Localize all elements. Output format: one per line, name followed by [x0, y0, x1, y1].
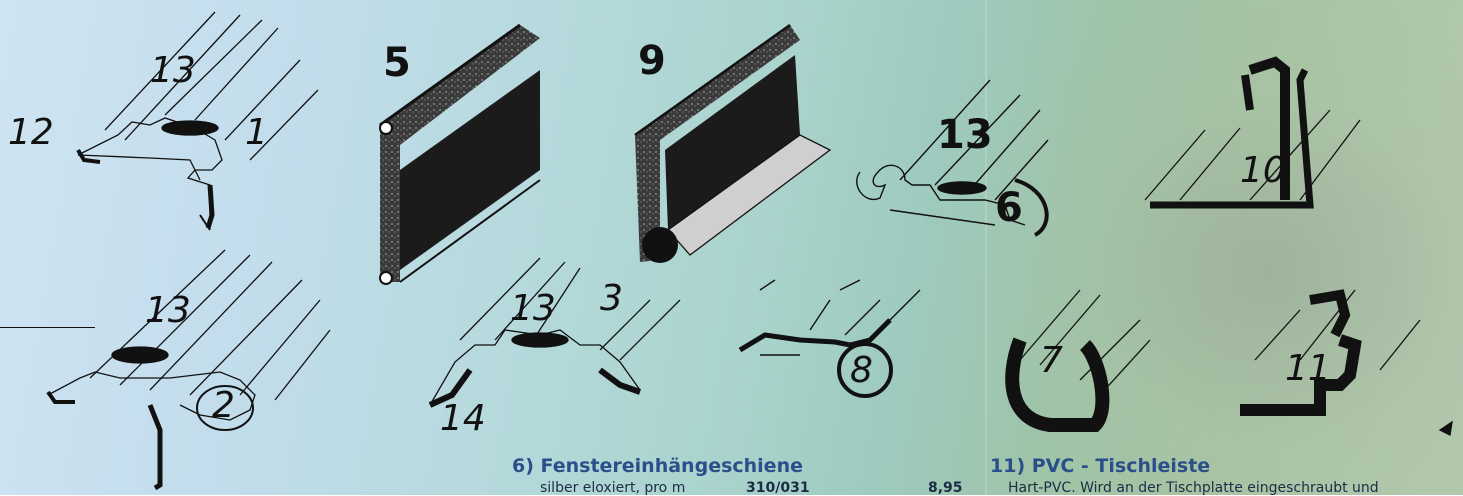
label-12: 12 [8, 112, 54, 153]
label-5: 5 [383, 40, 411, 86]
section-6-article-code: 310/031 [746, 480, 810, 496]
profile-13-3-14 [428, 257, 681, 408]
label-9: 9 [638, 38, 666, 84]
profile-12-1 [76, 11, 319, 231]
label-2: 2 [212, 385, 235, 426]
label-11: 11 [1285, 348, 1331, 389]
label-13-bottom-left: 13 [145, 290, 191, 331]
profile-10 [1144, 56, 1361, 209]
profile-8 [738, 279, 921, 398]
label-3: 3 [600, 278, 623, 319]
section-6-price: 8,95 [928, 480, 963, 496]
label-8: 8 [850, 350, 873, 391]
pointer-line [0, 327, 95, 328]
section-6-heading: 6) Fenstereinhängeschiene [512, 455, 803, 477]
profile-7 [1005, 289, 1151, 432]
background-photo-fog [980, 0, 1463, 495]
profile-5 [379, 23, 541, 285]
profile-11 [1240, 289, 1453, 436]
page-seam [985, 0, 987, 495]
label-6: 6 [995, 185, 1023, 231]
profile-13-6 [856, 79, 1049, 237]
profile-9 [634, 23, 832, 263]
label-7: 7 [1040, 340, 1063, 381]
label-10: 10 [1240, 150, 1286, 191]
label-14: 14 [440, 398, 486, 439]
profile-13-2 [46, 249, 331, 491]
section-11-description: Hart-PVC. Wird an der Tischplatte einges… [1008, 480, 1379, 496]
label-13-center: 13 [510, 288, 556, 329]
label-1: 1 [245, 112, 268, 153]
section-6-description: silber eloxiert, pro m [540, 480, 686, 496]
label-13-right: 13 [937, 112, 993, 158]
section-11-heading: 11) PVC - Tischleiste [990, 455, 1211, 477]
label-13-top-left: 13 [150, 50, 196, 91]
